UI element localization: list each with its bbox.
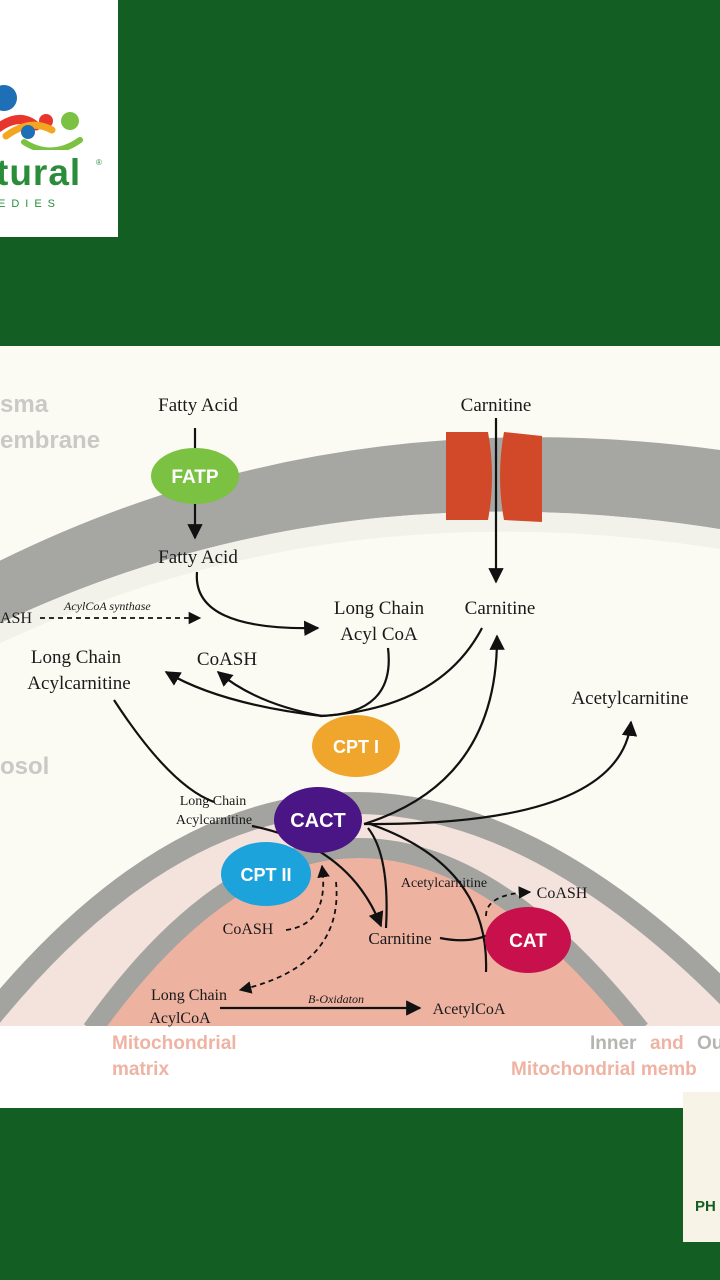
pathway-arrows [113, 418, 638, 1016]
membrane-label-and: and [650, 1033, 684, 1054]
logo-wordmark: tural [0, 152, 82, 193]
brand-logo: tural ® EDIES [0, 0, 118, 237]
coash-left-label: ASH [0, 610, 32, 627]
carnitine-transporter-channel [446, 432, 492, 520]
long-chain-acyl-coa-label-2: Acyl CoA [340, 624, 418, 645]
carnitine-matrix-label: Carnitine [368, 929, 431, 948]
long-chain-acylcarnitine-label-1: Long Chain [31, 647, 122, 668]
carnitine-cytosol-label: Carnitine [465, 598, 536, 619]
logo-figures-icon [0, 85, 83, 150]
cact-transporter [274, 787, 362, 853]
long-chain-acylcarnitine-ims-label-1: Long Chain [180, 794, 247, 809]
logo-subtitle: EDIES [0, 198, 62, 210]
long-chain-acylcarnitine-ims-label-2: Acylcarnitine [176, 813, 252, 828]
fatp-enzyme [151, 448, 239, 504]
carnitine-shuttle-diagram: sma embrane osol Mitochondrial matrix In… [0, 346, 720, 1108]
cat-label: CAT [509, 931, 547, 952]
acylcoa-synthase-label: AcylCoA synthase [63, 599, 151, 613]
membrane-label-2: Mitochondrial memb [511, 1059, 697, 1080]
plasma-membrane-label-2: embrane [0, 427, 100, 454]
plasma-membrane-label-1: sma [0, 391, 49, 418]
dashed-arrows [40, 611, 532, 994]
cpt1-enzyme [312, 715, 400, 777]
cpt2-label: CPT II [240, 865, 291, 885]
membrane-label-outer: Ou [697, 1033, 720, 1054]
acetylcarnitine-matrix-label: Acetylcarnitine [401, 876, 487, 891]
fatp-label: FATP [171, 467, 218, 488]
diagram-canvas: sma embrane osol Mitochondrial matrix In… [0, 346, 720, 1108]
long-chain-acyl-coa-label-1: Long Chain [334, 598, 425, 619]
long-chain-acylcoa-matrix-label-1: Long Chain [151, 987, 227, 1004]
matrix-label-2: matrix [112, 1059, 169, 1080]
matrix-label-1: Mitochondrial [112, 1033, 237, 1054]
cpt2-enzyme [221, 842, 311, 906]
coash-cpt2-label: CoASH [223, 921, 274, 938]
logo-registered-mark: ® [96, 158, 102, 167]
long-chain-acylcarnitine-label-2: Acylcarnitine [27, 673, 130, 694]
carnitine-outside-label: Carnitine [461, 395, 532, 416]
cact-label: CACT [290, 810, 346, 832]
coash-cat-label: CoASH [537, 885, 588, 902]
side-info-card: PH [683, 1092, 720, 1242]
cpt1-label: CPT I [333, 737, 379, 757]
long-chain-acylcoa-matrix-label-2: AcylCoA [149, 1010, 211, 1027]
cat-enzyme [485, 907, 571, 973]
acetylcarnitine-cytosol-label: Acetylcarnitine [571, 688, 688, 709]
fatty-acid-cytosol-label: Fatty Acid [158, 547, 238, 568]
fatty-acid-outside-label: Fatty Acid [158, 395, 238, 416]
membrane-label-inner: Inner [590, 1033, 637, 1054]
acetylcoa-label: AcetylCoA [433, 1001, 506, 1018]
cytosol-label: osol [0, 753, 49, 780]
coash-cytosol-label: CoASH [197, 649, 257, 670]
beta-oxidation-label: B-Oxidaton [308, 992, 364, 1006]
side-card-text: PH [695, 1198, 716, 1215]
